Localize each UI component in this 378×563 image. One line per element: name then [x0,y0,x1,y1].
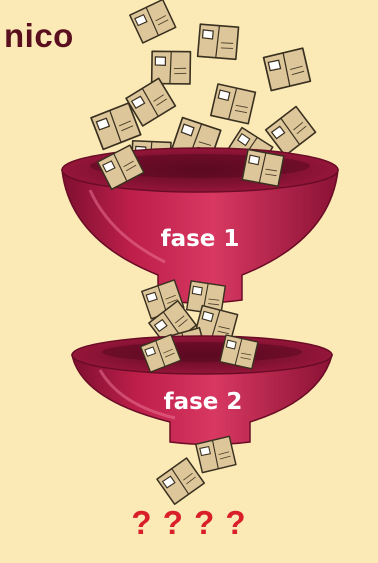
stage-label-fase-2: fase 2 [164,389,243,415]
title-fragment: nico [4,17,74,54]
document-icon [127,0,178,45]
result-question-marks: ? ? ? ? [131,504,247,541]
documents-output [153,435,238,507]
document-icon [192,18,244,65]
document-icon [153,455,208,507]
stage-label-fase-1: fase 1 [161,226,240,252]
funnel-bottom: fase 2 [71,335,333,446]
document-icon [206,78,260,130]
document-icon [262,46,312,92]
